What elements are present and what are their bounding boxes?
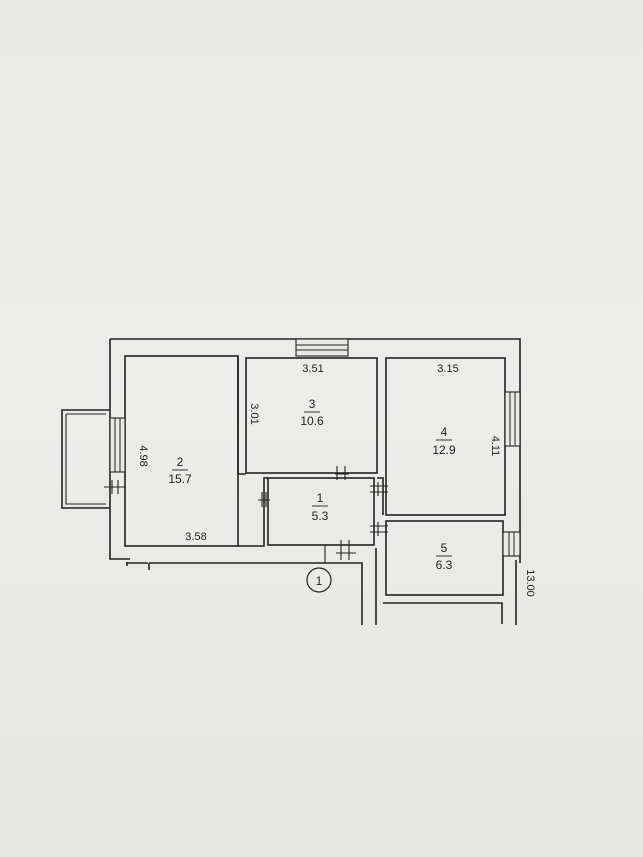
- dim-room3-width: 3.51: [302, 363, 323, 375]
- svg-text:15.7: 15.7: [168, 472, 192, 486]
- room-1: [267, 477, 375, 546]
- dim-room2-width: 3.58: [185, 531, 206, 543]
- room-label-5: 5 6.3: [436, 541, 453, 572]
- svg-text:1: 1: [317, 491, 324, 505]
- svg-text:6.3: 6.3: [436, 558, 453, 572]
- room-5: [385, 520, 504, 596]
- svg-text:12.9: 12.9: [432, 443, 456, 457]
- svg-text:10.6: 10.6: [300, 414, 324, 428]
- balcony-window: [109, 417, 126, 473]
- window-room4: [504, 391, 521, 447]
- room-label-1: 1 5.3: [312, 491, 329, 523]
- svg-text:3: 3: [309, 397, 316, 411]
- partitions: [237, 356, 384, 547]
- door-marks: [104, 466, 388, 563]
- room-label-4: 4 12.9: [432, 425, 456, 457]
- dim-room3-height: 3.01: [248, 403, 260, 424]
- outer-walls: [109, 338, 521, 625]
- svg-text:5.3: 5.3: [312, 509, 329, 523]
- window-room5: [502, 531, 521, 557]
- svg-text:2: 2: [177, 455, 184, 469]
- room-label-2: 2 15.7: [168, 455, 192, 486]
- dim-room4-width: 3.15: [437, 363, 458, 375]
- balcony: [61, 409, 110, 509]
- svg-text:1: 1: [316, 574, 323, 588]
- svg-text:4: 4: [441, 425, 448, 439]
- room-3: [245, 357, 378, 474]
- dim-building-edge: 13.00: [524, 569, 536, 597]
- window-top: [295, 338, 349, 357]
- room-label-3: 3 10.6: [300, 397, 324, 428]
- section-marker: 1: [306, 567, 332, 593]
- svg-text:5: 5: [441, 541, 448, 555]
- dim-room2-height: 4.98: [137, 445, 149, 466]
- dim-room4-height: 4.11: [489, 436, 501, 457]
